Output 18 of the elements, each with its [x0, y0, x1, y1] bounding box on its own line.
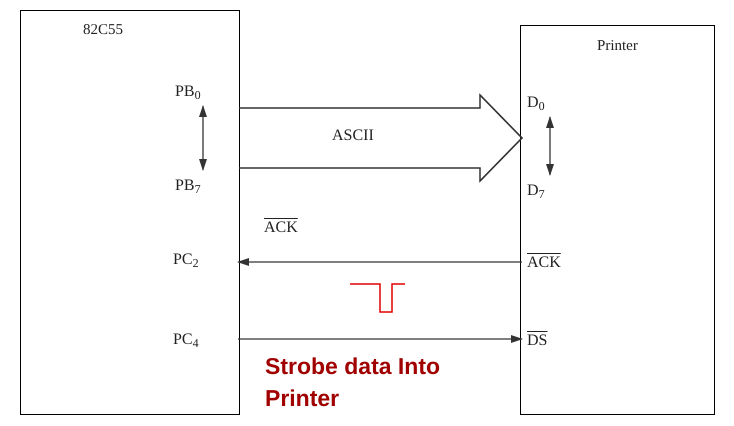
chip-box	[20, 10, 240, 415]
pin-label: PB$_{7}$	[174, 176, 202, 198]
arrow	[238, 335, 523, 343]
note-text: Strobe data Into Printer	[265, 352, 442, 413]
box-title: 82C55	[83, 21, 124, 40]
box-title: Printer	[597, 37, 638, 56]
pin-label: PC$_{4}$	[172, 330, 200, 352]
pin-label: PB$_{0}$	[174, 82, 202, 104]
hollow-arrow	[238, 93, 524, 183]
pin-label: ACK	[526, 253, 562, 273]
pin-label: DS	[526, 331, 548, 351]
pin-label: D$_{0}$	[526, 93, 546, 115]
printer-box	[520, 25, 715, 415]
arrow	[237, 258, 522, 266]
pin-label: D$_{7}$	[526, 181, 546, 203]
arrow	[546, 116, 554, 176]
arrow	[199, 105, 207, 171]
pin-label: PC$_{2}$	[172, 250, 200, 272]
